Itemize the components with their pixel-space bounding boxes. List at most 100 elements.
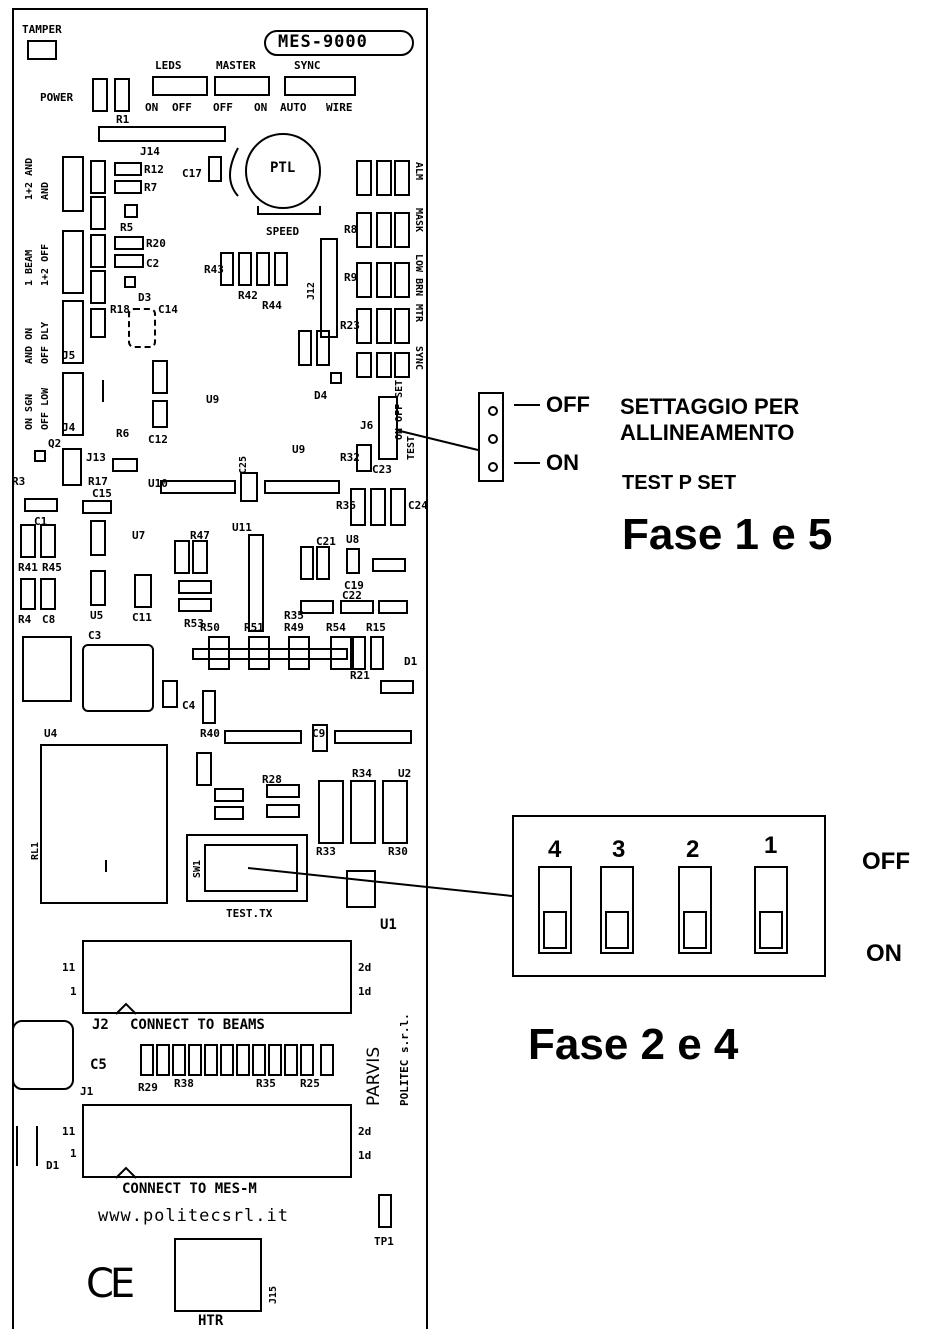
d5-part	[316, 330, 330, 366]
leds-on-label: ON	[145, 101, 159, 114]
r-alm-resistor	[356, 160, 372, 196]
c15-label: C15	[92, 487, 112, 500]
j1-key	[115, 1166, 137, 1179]
dip-switch-2[interactable]	[678, 866, 712, 954]
speed-label: SPEED	[266, 225, 300, 238]
c3-capacitor	[82, 644, 154, 712]
phase-2-4-label: Fase 2 e 4	[528, 1020, 739, 1069]
r41-label: R41	[18, 561, 38, 574]
j2-pin1d-label: 1d	[358, 985, 372, 998]
r23-label: R23	[340, 319, 360, 332]
j1-pin1-label: 1	[70, 1147, 77, 1160]
brn-jumper-a	[376, 262, 392, 298]
alm-jumper-b	[394, 160, 410, 196]
r7-resistor	[114, 180, 142, 194]
master-label: MASTER	[216, 59, 256, 72]
r44-label: R44	[262, 299, 282, 312]
dip-number-2: 2	[686, 836, 700, 863]
r25-label: R25	[300, 1077, 320, 1090]
r32-label: R32	[340, 451, 360, 464]
c30-capacitor	[196, 752, 212, 786]
r38-label: R38	[174, 1077, 194, 1090]
r34-label: R34	[352, 767, 372, 780]
c14-capacitor	[128, 308, 156, 348]
ce-mark: CE	[86, 1261, 135, 1307]
component-a	[90, 160, 106, 194]
jumper-pin-1	[488, 406, 498, 416]
sync-wire-label: WIRE	[326, 101, 353, 114]
c22-label: C22	[342, 589, 362, 602]
u11-chip	[248, 534, 264, 632]
bank-r10	[284, 1044, 298, 1076]
component-c	[90, 234, 106, 268]
r50-label: R50	[200, 621, 220, 634]
u7-label: U7	[132, 529, 146, 542]
test-p-set-label: TEST P SET	[622, 472, 737, 494]
r46-resistor	[174, 540, 190, 574]
c2-capacitor	[114, 254, 144, 268]
dip-switch-4[interactable]	[538, 866, 572, 954]
r36-resistor-a	[350, 488, 366, 526]
sw1-switch[interactable]	[204, 844, 298, 892]
c5-label: C5	[90, 1057, 107, 1073]
leds-jumper	[152, 76, 208, 96]
c21-label: C21	[316, 535, 336, 548]
j14-label: J14	[140, 145, 160, 158]
leds-label: LEDS	[155, 59, 182, 72]
tamper-switch	[27, 40, 57, 60]
r5-label: R5	[120, 221, 134, 234]
bank-r11	[300, 1044, 314, 1076]
dip-switch-3[interactable]	[600, 866, 634, 954]
dip-switch-callout	[512, 815, 826, 977]
power-led	[92, 78, 108, 112]
r3-resistor	[24, 498, 58, 512]
c19-label: C19	[344, 579, 364, 592]
c12-label: C12	[148, 433, 168, 446]
j13-label: J13	[86, 451, 106, 464]
u10-chip-b	[264, 480, 340, 494]
r6-label: R6	[116, 427, 130, 440]
jumper-leader-line	[395, 429, 479, 451]
r24-resistor	[266, 804, 300, 818]
dip-knob-1	[759, 911, 783, 949]
c8-capacitor	[40, 578, 56, 610]
r7-label: R7	[144, 181, 158, 194]
r28-label: R28	[262, 773, 282, 786]
r36-label: R36	[336, 499, 356, 512]
settaggio-title: SETTAGGIO PER	[620, 394, 800, 419]
d3-label: D3	[138, 291, 152, 304]
c21-capacitor	[316, 546, 330, 580]
r28-resistor	[266, 784, 300, 798]
ptl-arc	[229, 147, 239, 197]
component-e	[90, 308, 106, 338]
bank-r2	[156, 1044, 170, 1076]
model-badge	[264, 30, 414, 56]
sync-auto-label: AUTO	[280, 101, 307, 114]
c26-capacitor	[300, 546, 314, 580]
r33-label: R33	[316, 845, 336, 858]
c11-label: C11	[132, 611, 152, 624]
htr-label: HTR	[198, 1313, 224, 1329]
master-on-label: ON	[254, 101, 268, 114]
r4-label: R4	[18, 613, 32, 626]
r53-label: R53	[184, 617, 204, 630]
bank-r7	[236, 1044, 250, 1076]
bank-r3	[172, 1044, 186, 1076]
r47-resistor	[192, 540, 208, 574]
d1-label: D1	[404, 655, 418, 668]
master-jumper	[214, 76, 270, 96]
leds-off-label: OFF	[172, 101, 192, 114]
bank-r8	[252, 1044, 266, 1076]
mtr-jumper-b	[394, 308, 410, 344]
c23-label: C23	[372, 463, 392, 476]
dip-switch-1[interactable]	[754, 866, 788, 954]
r35b-label: R35	[256, 1077, 276, 1090]
c3-region	[22, 636, 72, 702]
ptl-base	[257, 206, 321, 215]
r17-label: R17	[88, 475, 108, 488]
r20-resistor	[114, 236, 144, 250]
jumper-pin-3	[488, 462, 498, 472]
alm-jumper-a	[376, 160, 392, 196]
r35-label: R35	[284, 609, 304, 622]
